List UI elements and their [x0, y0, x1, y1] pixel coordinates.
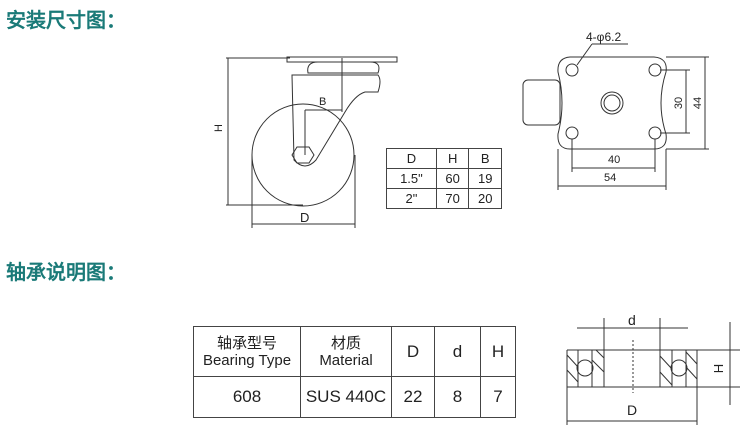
bearing-section [566, 318, 740, 425]
axle-nut [291, 146, 315, 164]
h-dimension-label: H [212, 124, 225, 132]
cell: 8 [434, 376, 481, 418]
dim-30-label: 30 [673, 96, 686, 110]
header-d: D [386, 148, 437, 169]
hole-spec-label: 4-φ6.2 [586, 30, 622, 44]
table-row: 608 SUS 440C 22 8 7 [193, 376, 516, 418]
hole [648, 63, 662, 77]
dim-40-label: 40 [608, 154, 621, 166]
ball [576, 359, 594, 377]
d-dimension-label: D [300, 210, 310, 225]
center-ring [600, 91, 624, 115]
cell: 7 [480, 376, 516, 418]
cell: 19 [468, 168, 502, 189]
bearing-description-title: 轴承说明图： [6, 260, 126, 284]
header-H: H [480, 326, 516, 377]
swivel-dome [307, 61, 380, 74]
header-h: H [435, 148, 470, 169]
header-D: D [391, 326, 435, 377]
cell: 60 [435, 168, 470, 189]
hole [648, 126, 662, 140]
bearing-D-label: D [627, 402, 638, 418]
cell: 20 [468, 188, 502, 209]
plate-top-view [522, 43, 709, 190]
wheel-stub [522, 79, 561, 126]
header-b: B [468, 148, 502, 169]
mounting-plate [557, 56, 667, 150]
hole [565, 126, 579, 140]
header-d: d [434, 326, 481, 377]
b-dimension-label: B [319, 96, 327, 108]
ball [670, 359, 688, 377]
bearing-d-label: d [628, 312, 636, 328]
install-dimensions-title: 安装尺寸图： [6, 8, 126, 32]
cell: SUS 440C [300, 376, 392, 418]
dim-54-label: 54 [604, 172, 617, 184]
bearing-H-label: H [711, 363, 727, 374]
caster-side-view [226, 56, 398, 228]
dim-44-label: 44 [692, 96, 705, 110]
fork [291, 74, 381, 167]
wheel [251, 103, 355, 207]
cell: 1.5" [386, 168, 437, 189]
cell: 70 [435, 188, 470, 209]
cell: 22 [391, 376, 435, 418]
cell: 608 [193, 376, 301, 418]
cell: 2" [386, 188, 437, 209]
hole [565, 63, 579, 77]
